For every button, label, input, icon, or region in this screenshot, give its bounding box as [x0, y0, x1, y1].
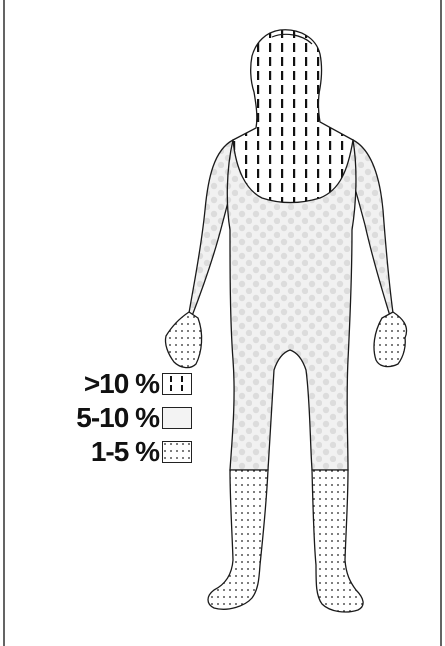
left-leg-foot — [208, 470, 268, 609]
legend-swatch-fine-dots — [162, 441, 192, 463]
right-hand — [374, 312, 407, 367]
left-arm — [189, 140, 233, 316]
legend-label-high: >10 % — [84, 368, 159, 400]
legend-swatch-vertical-dashes — [162, 373, 192, 395]
legend-item-mid: 5-10 % — [40, 404, 192, 432]
legend-label-mid: 5-10 % — [76, 402, 159, 434]
legend-item-high: >10 % — [40, 370, 192, 398]
legend-label-low: 1-5 % — [91, 436, 159, 468]
legend-swatch-light-grey — [162, 407, 192, 429]
left-hand — [165, 312, 201, 368]
legend-item-low: 1-5 % — [40, 438, 192, 466]
head-upper-chest-zone — [233, 30, 353, 203]
right-leg-foot — [312, 470, 363, 612]
right-arm — [353, 140, 393, 316]
